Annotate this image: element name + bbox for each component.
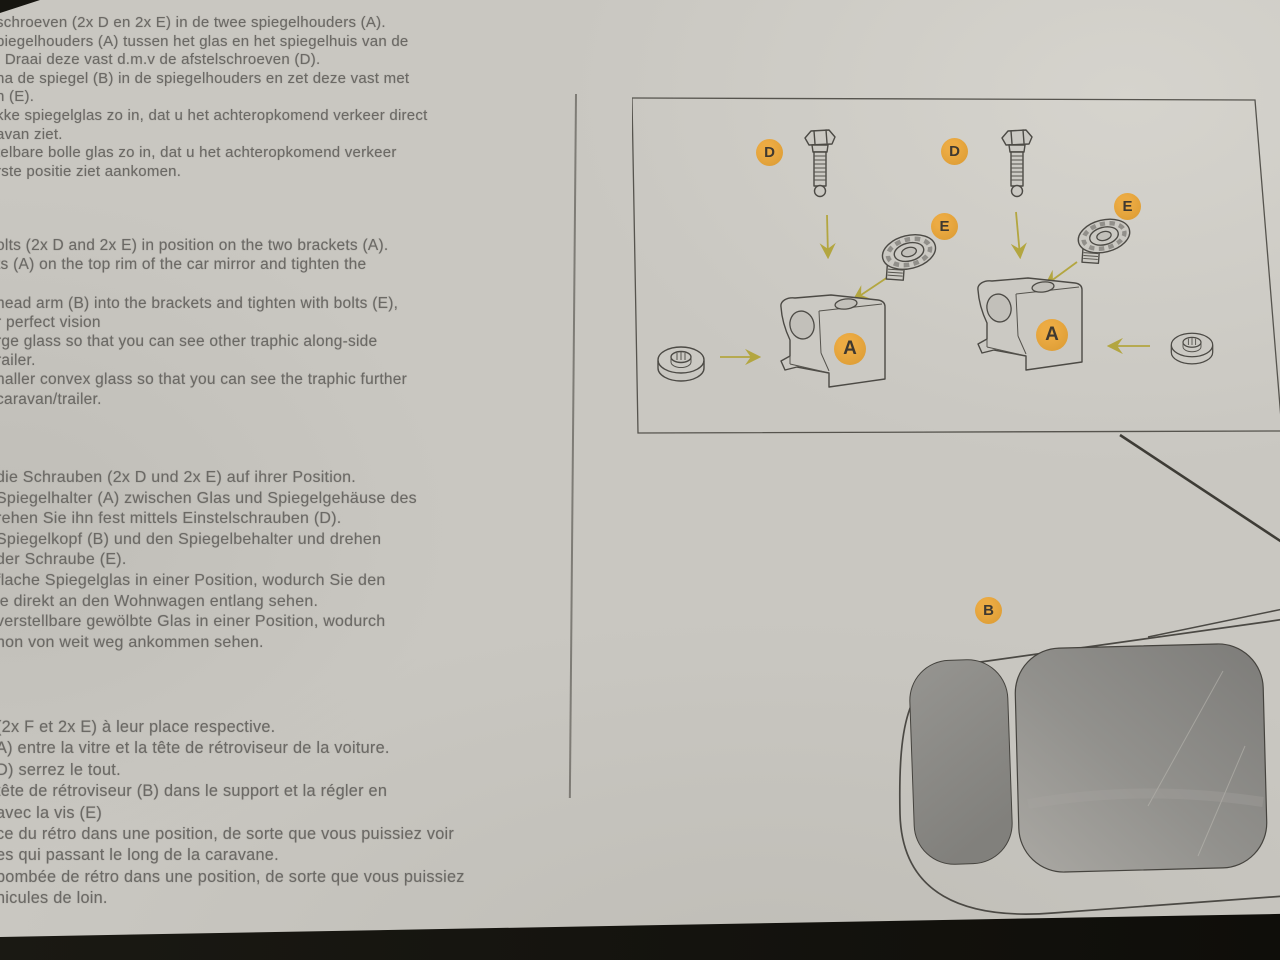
instruction-line: (2x F et 2x E) à leur place respective. [0, 718, 276, 736]
instruction-line: tête de rétroviseur (B) dans le support … [0, 782, 388, 801]
instruction-line: rehen Sie ihn fest mittels Einstelschrau… [0, 510, 342, 528]
label-letter: A [1045, 324, 1059, 345]
instruction-line: D) serrez le tout. [0, 760, 121, 779]
instruction-line: verstellbare gewölbte Glas in einer Posi… [0, 613, 386, 631]
instruction-line: ie direkt an den Wohnwagen entlang sehen… [0, 592, 319, 610]
instruction-line: head arm (B) into the brackets and tight… [0, 294, 399, 312]
instruction-line: kke spiegelglas zo in, dat u het achtero… [0, 106, 428, 124]
label-b-badge: B [975, 597, 1002, 624]
instruction-line: rge glass so that you can see other trap… [0, 332, 378, 350]
instruction-line: Spiegelhalter (A) zwischen Glas und Spie… [0, 489, 417, 507]
label-e-badge: E [1114, 193, 1141, 220]
bolt-d-right [1001, 129, 1033, 198]
label-letter: E [1122, 198, 1133, 215]
assembly-diagram [632, 97, 1280, 543]
instruction-line: hon von weit weg ankommen sehen. [0, 633, 264, 651]
instruction-line: na de spiegel (B) in de spiegelhouders e… [0, 69, 410, 87]
instruction-line: olts (2x D and 2x E) in position on the … [0, 237, 389, 254]
convex-glass [909, 659, 1013, 865]
leader-line [1119, 433, 1280, 543]
photo-corner-shadow [0, 0, 40, 13]
instruction-line: die Schrauben (2x D und 2x E) auf ihrer … [0, 469, 356, 486]
knob-bolt-e-left [881, 234, 937, 281]
label-letter: B [983, 602, 994, 619]
instruction-line: rste positie ziet aankomen. [0, 162, 182, 180]
german-text-block: die Schrauben (2x D und 2x E) auf ihrer … [0, 468, 417, 653]
mirror-head-illustration [898, 608, 1280, 915]
bracket-a-right [977, 277, 1083, 371]
mirror-arm-edge-line [1147, 608, 1280, 638]
instruction-line: ce du rétro dans une position, de sorte … [0, 824, 455, 843]
instruction-line: Spiegelkopf (B) und den Spiegelbehalter … [0, 530, 382, 548]
instruction-line: r perfect vision [0, 313, 101, 331]
instruction-line: schroeven (2x D en 2x E) in de twee spie… [0, 14, 386, 31]
washer-right [1170, 332, 1214, 365]
label-d-badge: D [756, 139, 783, 166]
instruction-line: railer. [0, 352, 36, 370]
diagram-frame [632, 97, 1280, 434]
glass-light-band [1027, 788, 1264, 809]
flat-glass [1014, 643, 1268, 873]
bracket-a-left [780, 294, 886, 388]
instruction-line: flache Spiegelglas in einer Position, wo… [0, 571, 386, 589]
label-a-badge: A [834, 333, 866, 365]
instruction-line: telbare bolle glas zo in, dat u het acht… [0, 144, 397, 162]
label-letter: E [939, 218, 950, 235]
english-text-block: olts (2x D and 2x E) in position on the … [0, 236, 407, 409]
instruction-line: caravan/trailer. [0, 390, 102, 408]
french-text-block: (2x F et 2x E) à leur place respective. … [0, 717, 465, 910]
mirror-housing-outline [898, 618, 1280, 915]
instruction-line: hicules de loin. [0, 889, 108, 908]
label-e-badge: E [931, 213, 958, 240]
glass-reflection-lines [1147, 670, 1246, 857]
instruction-line: ts (A) on the top rim of the car mirror … [0, 256, 367, 274]
instruction-line: . Draai deze vast d.m.v de afstelschroev… [0, 51, 321, 69]
label-letter: D [949, 143, 960, 160]
instruction-line: A) entre la vitre et la tête de rétrovis… [0, 739, 390, 758]
bolt-d-left [804, 129, 836, 198]
label-letter: A [843, 338, 857, 359]
instruction-line: piegelhouders (A) tussen het glas en het… [0, 32, 409, 50]
instruction-line [0, 274, 407, 293]
label-d-badge: D [941, 138, 968, 165]
instruction-line: naller convex glass so that you can see … [0, 371, 408, 389]
instruction-line: n (E). [0, 88, 35, 106]
column-divider-line [568, 94, 577, 798]
instruction-line: der Schraube (E). [0, 551, 127, 569]
instruction-line: bombée de rétro dans une position, de so… [0, 867, 465, 886]
dutch-text-block: schroeven (2x D en 2x E) in de twee spie… [0, 14, 428, 181]
instruction-line: es qui passant le long de la caravane. [0, 846, 279, 865]
label-letter: D [764, 144, 775, 161]
instruction-line: avan ziet. [0, 125, 63, 143]
label-a-badge: A [1036, 319, 1068, 351]
washer-left [657, 346, 705, 382]
knob-bolt-e-right [1077, 218, 1131, 265]
instruction-line: avec la vis (E) [0, 803, 102, 822]
